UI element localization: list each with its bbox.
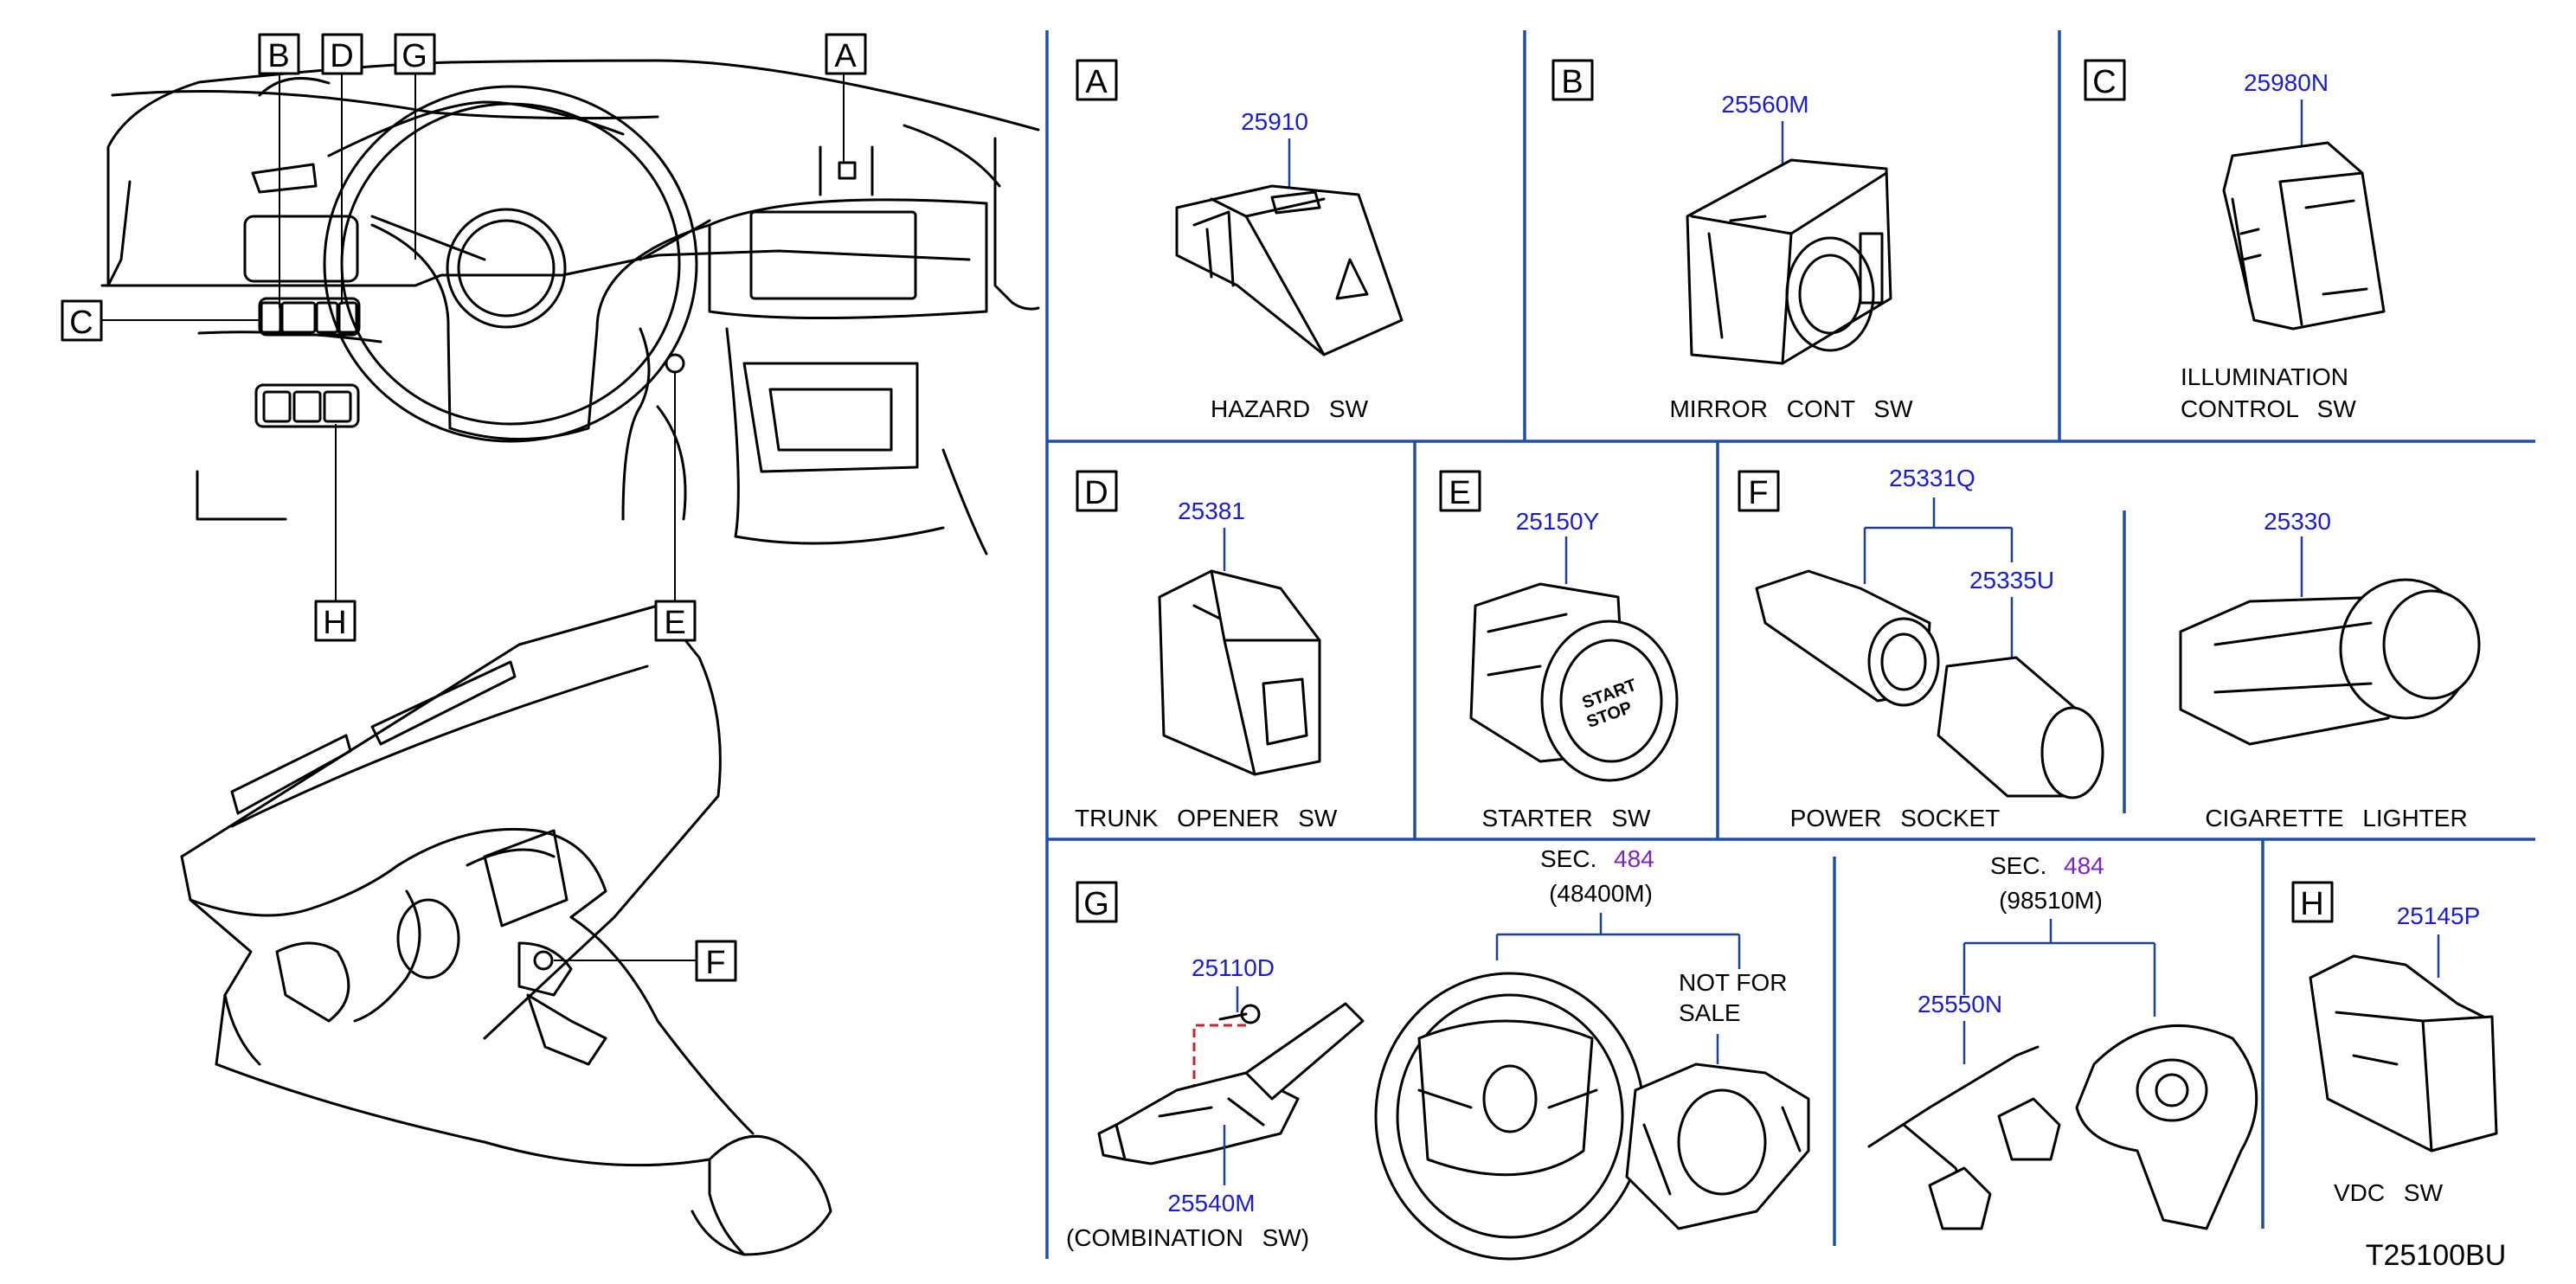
dashboard-front-view bbox=[100, 59, 1040, 601]
svg-text:H: H bbox=[2300, 886, 2323, 922]
svg-text:H: H bbox=[323, 605, 346, 641]
panel-dividers bbox=[1045, 30, 2535, 1259]
svg-text:SALE: SALE bbox=[1679, 999, 1741, 1026]
svg-text:C: C bbox=[69, 305, 93, 341]
part-number-25110D: 25110D bbox=[1192, 954, 1275, 981]
part-number-25560M: 25560M bbox=[1721, 91, 1808, 118]
part-number-25145P: 25145P bbox=[2397, 902, 2481, 929]
locator-A: A bbox=[825, 33, 867, 75]
mirror-switch-drawing bbox=[1686, 158, 1892, 365]
part-number-25910: 25910 bbox=[1241, 108, 1308, 135]
svg-text:C: C bbox=[2092, 64, 2116, 100]
svg-text:POWER SOCKET: POWER SOCKET bbox=[1790, 805, 2001, 831]
svg-text:NOT FOR: NOT FOR bbox=[1679, 969, 1787, 996]
svg-text:F: F bbox=[705, 945, 725, 981]
locator-F: F bbox=[695, 940, 737, 982]
svg-text:D: D bbox=[1084, 475, 1108, 511]
svg-text:(48400M): (48400M) bbox=[1549, 880, 1653, 907]
svg-text:F: F bbox=[1748, 475, 1768, 511]
airbag-and-harness-drawing bbox=[1867, 1024, 2258, 1230]
svg-text:CIGARETTE LIGHTER: CIGARETTE LIGHTER bbox=[2205, 805, 2467, 831]
part-number-25331Q: 25331Q bbox=[1889, 465, 1975, 491]
section-number-484-2: 484 bbox=[2064, 852, 2104, 879]
overview-illustration: A B D G C H E F bbox=[61, 33, 1040, 1256]
locator-C: C bbox=[61, 299, 103, 342]
part-number-25150Y: 25150Y bbox=[1516, 508, 1600, 535]
svg-text:E: E bbox=[664, 605, 685, 641]
cigarette-lighter-drawing bbox=[2179, 578, 2481, 746]
svg-text:G: G bbox=[401, 38, 427, 74]
illumination-switch-drawing bbox=[2222, 141, 2386, 331]
locator-B: B bbox=[258, 33, 300, 75]
part-number-25540M: 25540M bbox=[1167, 1190, 1255, 1217]
starter-switch-drawing: START STOP bbox=[1469, 582, 1679, 782]
part-number-25980N: 25980N bbox=[2244, 69, 2329, 96]
panel-label-A bbox=[1076, 59, 1118, 101]
part-number-25381: 25381 bbox=[1178, 498, 1245, 524]
part-number-25550N: 25550N bbox=[1918, 991, 2002, 1018]
svg-text:B: B bbox=[267, 38, 289, 74]
trunk-switch-drawing bbox=[1158, 569, 1321, 776]
combination-switch-drawing bbox=[1097, 1002, 1365, 1165]
svg-text:B: B bbox=[1561, 64, 1583, 100]
diagram-code: T25100BU bbox=[2366, 1239, 2507, 1272]
panel-G-combination-switch-and-wheel: G 25110D 25540M (COMBINATION SW) SEC. 48… bbox=[1066, 845, 2258, 1261]
section-label: SEC. bbox=[1540, 845, 1596, 872]
vdc-switch-drawing bbox=[2309, 954, 2498, 1152]
svg-text:G: G bbox=[1083, 886, 1109, 922]
locator-E: E bbox=[654, 600, 697, 642]
svg-text:STARTER SW: STARTER SW bbox=[1482, 805, 1652, 831]
panel-D-trunk-opener-switch: D 25381 TRUNK OPENER SW bbox=[1075, 470, 1338, 831]
locator-G: G bbox=[394, 33, 436, 75]
part-number-25330: 25330 bbox=[2264, 508, 2331, 535]
svg-text:A: A bbox=[1085, 64, 1108, 100]
section-number-484: 484 bbox=[1614, 845, 1654, 872]
svg-text:HAZARD SW: HAZARD SW bbox=[1211, 395, 1369, 422]
svg-text:E: E bbox=[1449, 475, 1470, 511]
svg-text:ILLUMINATION: ILLUMINATION bbox=[2181, 363, 2348, 390]
steering-wheel-drawing bbox=[1374, 972, 1646, 1261]
panel-A-hazard-switch: A 25910 HAZARD SW bbox=[1076, 59, 1404, 422]
panel-B-mirror-control-switch: B 25560M MIRROR CONT SW bbox=[1551, 59, 1913, 422]
panel-H-vdc-switch: H 25145P VDC SW bbox=[2291, 881, 2498, 1206]
svg-text:A: A bbox=[834, 38, 857, 74]
svg-text:(COMBINATION SW): (COMBINATION SW) bbox=[1066, 1224, 1309, 1251]
dashboard-isometric-view bbox=[180, 604, 832, 1256]
svg-text:CONTROL SW: CONTROL SW bbox=[2181, 395, 2356, 422]
panel-F-power-socket-and-lighter: F 25331Q 25335U POWER SOCKET 25330 CIGAR… bbox=[1738, 465, 2481, 831]
svg-text:(98510M): (98510M) bbox=[1999, 887, 2103, 914]
panel-E-starter-switch: E 25150Y START STOP STARTER SW bbox=[1439, 470, 1679, 831]
svg-text:D: D bbox=[330, 38, 353, 74]
section-label-2: SEC. bbox=[1990, 852, 2046, 879]
svg-text:MIRROR CONT SW: MIRROR CONT SW bbox=[1669, 395, 1913, 422]
locator-D: D bbox=[321, 33, 363, 75]
part-number-25335U: 25335U bbox=[1969, 567, 2054, 594]
steering-switch-drawing bbox=[1625, 1063, 1810, 1230]
locator-H: H bbox=[314, 600, 357, 642]
hazard-switch-drawing bbox=[1175, 184, 1404, 356]
svg-text:TRUNK OPENER SW: TRUNK OPENER SW bbox=[1075, 805, 1338, 831]
panel-C-illumination-control-switch: C 25980N ILLUMINATION CONTROL SW bbox=[2084, 59, 2386, 422]
svg-text:VDC SW: VDC SW bbox=[2334, 1179, 2444, 1206]
power-socket-drawing bbox=[1755, 569, 2104, 799]
